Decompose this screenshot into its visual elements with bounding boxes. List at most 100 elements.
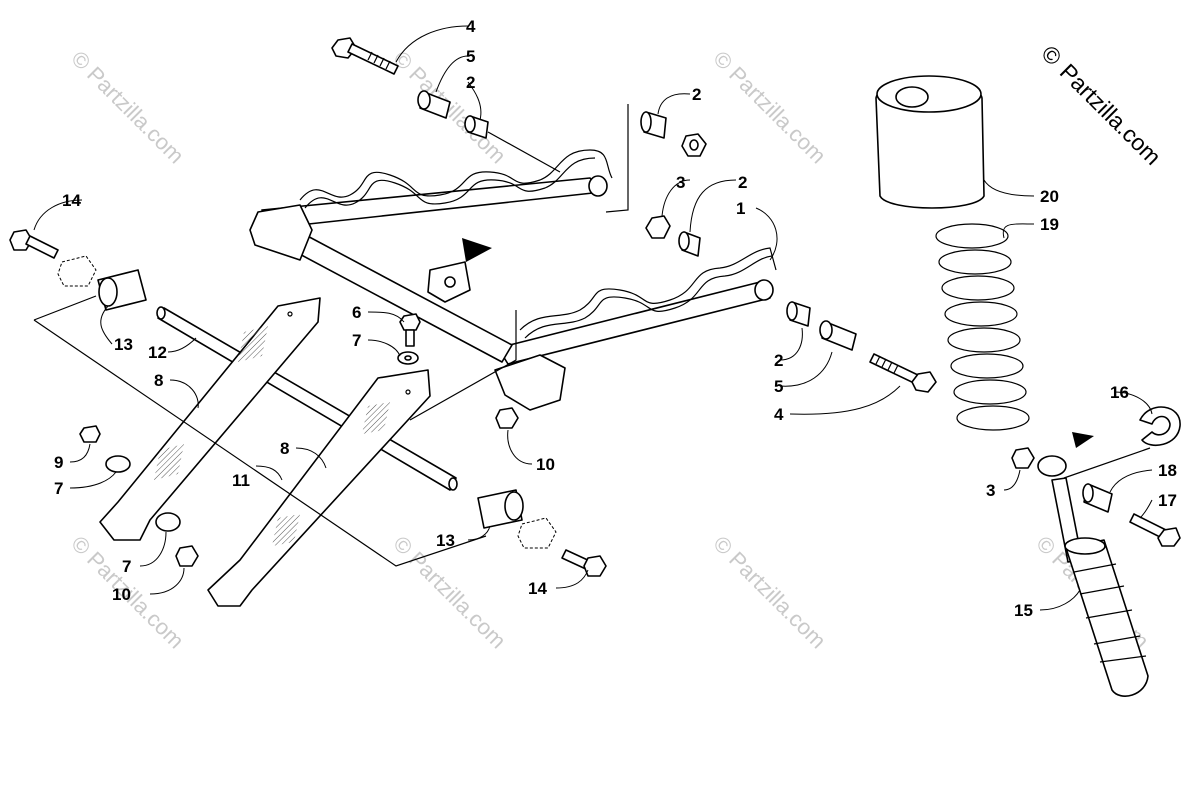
callout-8-left: 8 (154, 371, 163, 390)
callout-4-top: 4 (466, 17, 476, 36)
callout-13-right: 13 (436, 531, 455, 550)
bolt-14-left-shank (25, 235, 59, 259)
nut-upper-right-hole (689, 139, 699, 151)
bushing-13-left-end (98, 277, 118, 307)
link-8-left-hatch-2 (154, 444, 184, 480)
arm-end-lower (754, 279, 774, 301)
callout-13-left: 13 (114, 335, 133, 354)
upper-right-hardware (640, 111, 707, 157)
shock-body-15 (1065, 539, 1149, 697)
reference-frame (33, 295, 487, 567)
callout-16: 16 (1110, 383, 1129, 402)
bushing-18-end (1082, 483, 1094, 503)
bushing-2-lower-end (786, 301, 798, 321)
top-axis-line (487, 131, 561, 173)
nut-3-shock (1011, 447, 1035, 469)
callout-17: 17 (1158, 491, 1177, 510)
callout-10-lower: 10 (112, 585, 131, 604)
mid-right-hardware (645, 215, 701, 257)
clip-16 (1139, 406, 1181, 447)
callout-6: 6 (352, 303, 361, 322)
bushing-2-top-end (464, 115, 476, 133)
washer-7-left (105, 455, 131, 473)
cap-left (57, 255, 97, 287)
link-8-left-hole (287, 311, 293, 317)
reference-panel-top (605, 104, 629, 213)
link-8-right-hole (405, 389, 411, 395)
arm-wave-lower-2 (524, 255, 773, 339)
shaft-12-end-right (448, 477, 458, 491)
spring-19 (935, 223, 1030, 431)
bushing-2-upper-right-end (640, 111, 652, 133)
arm-tab-hole (444, 276, 456, 288)
cap-right (517, 517, 557, 549)
callout-5-top: 5 (466, 47, 475, 66)
callout-7-lower: 7 (122, 557, 131, 576)
link-arms (99, 297, 431, 607)
bushing-13-right-end (504, 491, 524, 521)
bolt-head-lower (911, 371, 937, 393)
arm-wave-lower (519, 247, 777, 331)
shock-assembly (875, 75, 1181, 697)
bolt-17-head (1157, 527, 1181, 547)
spring-cup-20-hole (895, 86, 929, 108)
bushing-5-top-end (417, 90, 431, 110)
copyright-symbol: © (1036, 40, 1066, 70)
arm-end-upper (588, 175, 608, 197)
left-hardware (9, 229, 97, 287)
arm-left-bracket (249, 204, 313, 261)
callout-15: 15 (1014, 601, 1033, 620)
callout-4-lower: 4 (774, 405, 784, 424)
bushing-2-mid-end (678, 231, 690, 251)
spring-cup-20-top (876, 75, 982, 113)
bolt-thread-top (367, 51, 391, 70)
reference-panel-mid (409, 310, 517, 421)
left-lower-hardware (79, 425, 199, 567)
watermark: © Partzilla.com (708, 46, 831, 169)
nut-10-lower (175, 545, 199, 567)
callout-3-upper: 3 (676, 173, 685, 192)
frame-line-left (33, 295, 97, 321)
callout-8-mid: 8 (280, 439, 289, 458)
lower-right-hardware (786, 301, 937, 393)
link-8-right-hatch-2 (272, 514, 300, 546)
center-hardware (397, 313, 519, 429)
bolt-14-right-head (583, 555, 607, 577)
bolt-6-head (399, 313, 421, 331)
right-hardware (517, 517, 607, 577)
callout-9: 9 (54, 453, 63, 472)
swing-arm-assembly (249, 104, 777, 421)
callout-2-top: 2 (466, 73, 475, 92)
shock-axis-line (1063, 447, 1151, 479)
link-8-right-hatch (362, 402, 390, 434)
bolt-shank-top (347, 43, 399, 75)
nut-10-center (495, 407, 519, 429)
arm-wave-upper (299, 149, 613, 201)
callout-1: 1 (736, 199, 745, 218)
copyright-notice: © Partzilla.com (1036, 40, 1166, 170)
callout-7-left: 7 (54, 479, 63, 498)
callout-11: 11 (232, 471, 250, 490)
callout-14-left: 14 (62, 191, 81, 210)
callout-18: 18 (1158, 461, 1177, 480)
leader-lines (33, 25, 1153, 611)
copyright-text: Partzilla.com (1055, 59, 1166, 170)
bolt-9-head (79, 425, 101, 443)
callout-14-right: 14 (528, 579, 547, 598)
watermark: © Partzilla.com (388, 46, 511, 169)
frame-line-bottom (33, 319, 487, 567)
callout-7-mid: 7 (352, 331, 361, 350)
shock-body-top (1064, 537, 1106, 555)
callout-2-upper-right: 2 (692, 85, 701, 104)
callout-labels: 4 5 2 2 3 2 1 14 13 12 6 7 8 2 5 4 10 8 … (54, 17, 1177, 620)
callout-5-lower: 5 (774, 377, 783, 396)
washer-7-center-hole (404, 355, 412, 361)
callout-2-mid: 2 (738, 173, 747, 192)
arm-front-bracket (494, 354, 566, 411)
washer-7-lower (155, 512, 181, 532)
callout-19: 19 (1040, 215, 1059, 234)
arm-tube-upper (261, 177, 603, 229)
watermark: © Partzilla.com (708, 531, 831, 654)
nut-mid-right (645, 215, 671, 239)
